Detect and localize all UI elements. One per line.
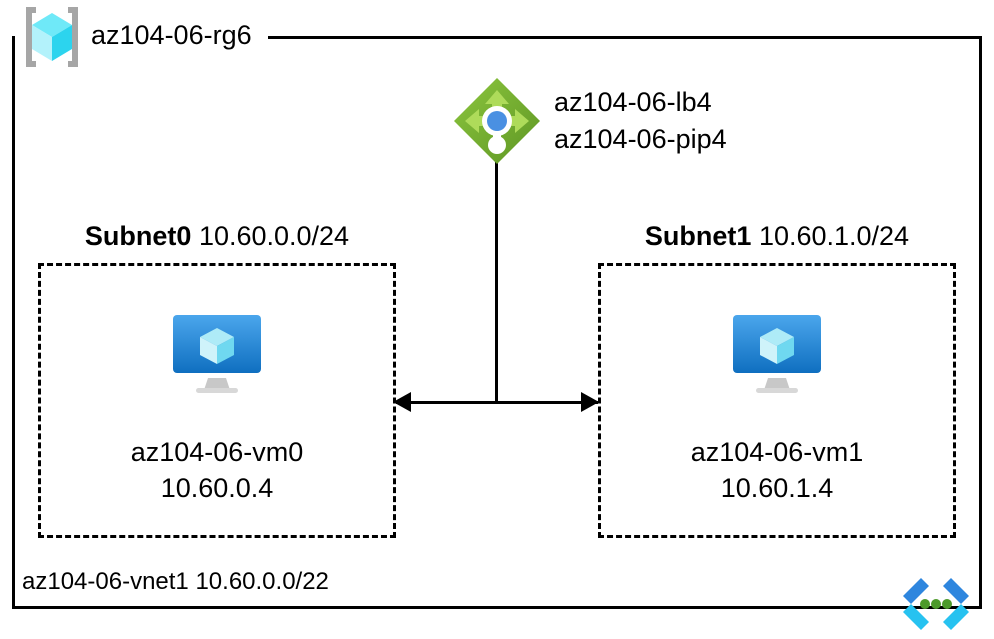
virtual-machine-icon (730, 312, 824, 396)
subnet-connector-line (396, 401, 598, 404)
resource-group-border-bottom (12, 606, 982, 609)
public-ip-name: az104-06-pip4 (554, 124, 727, 154)
load-balancer-labels: az104-06-lb4 az104-06-pip4 (554, 84, 727, 158)
resource-group-cube-icon (20, 4, 84, 70)
vm1-caption: az104-06-vm1 10.60.1.4 (598, 434, 956, 506)
subnet0-name: Subnet0 (84, 221, 192, 251)
subnet1-title: Subnet1 10.60.1.0/24 (598, 219, 956, 253)
subnet1-name: Subnet1 (644, 221, 752, 251)
resource-group-border-top (268, 36, 982, 39)
arrow-head-right (581, 392, 599, 412)
vm1-ip: 10.60.1.4 (720, 473, 834, 503)
load-balancer-icon (452, 76, 542, 166)
resource-group-border-right (979, 36, 982, 609)
vm0-ip: 10.60.0.4 (160, 473, 274, 503)
subnet0-cidr: 10.60.0.0/24 (198, 221, 350, 251)
load-balancer-name: az104-06-lb4 (554, 87, 712, 117)
resource-group-border-left (12, 36, 15, 609)
arrow-head-left (393, 392, 411, 412)
vnet-label: az104-06-vnet1 10.60.0.0/22 (22, 568, 329, 595)
vm0-caption: az104-06-vm0 10.60.0.4 (38, 434, 396, 506)
resource-group-label: az104-06-rg6 (91, 20, 252, 50)
load-balancer-connector-line (495, 158, 498, 403)
virtual-machine-icon (170, 312, 264, 396)
subnet0-title: Subnet0 10.60.0.0/24 (38, 219, 396, 253)
vm0-name: az104-06-vm0 (130, 437, 304, 467)
subnet1-boundary (598, 263, 956, 538)
vm1-name: az104-06-vm1 (690, 437, 864, 467)
subnet1-cidr: 10.60.1.0/24 (758, 221, 910, 251)
virtual-network-icon (893, 576, 979, 632)
